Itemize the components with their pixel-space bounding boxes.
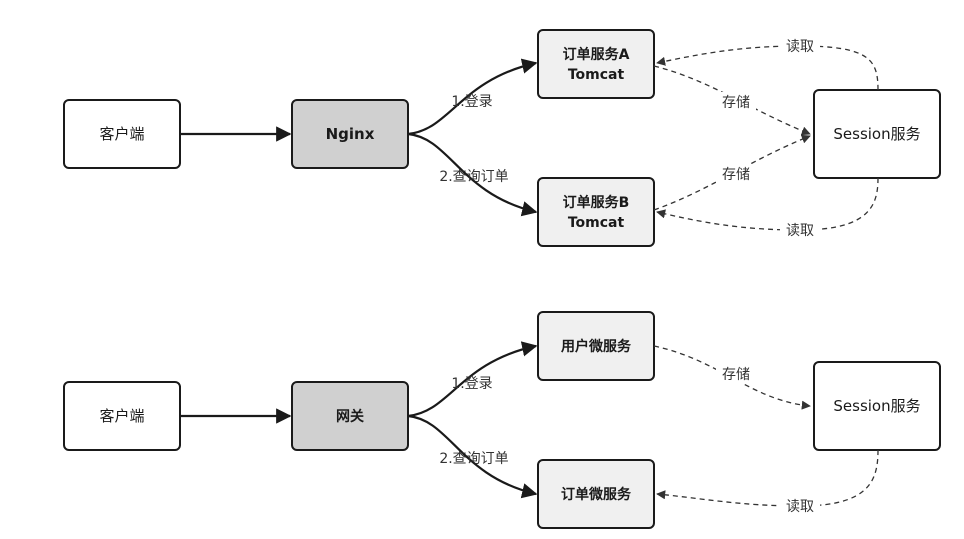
bottom-order-service-label: 订单微服务 [561, 486, 632, 503]
bottom-session-read-arrow [656, 449, 879, 507]
bottom-order-service-node: 订单微服务 [537, 459, 655, 529]
bottom-user-service-label: 用户微服务 [561, 338, 632, 355]
bottom-read-label: 读取 [786, 498, 814, 515]
top-read-b-label: 读取 [786, 222, 814, 239]
top-session-label: Session服务 [833, 125, 920, 143]
top-order-b-title: 订单服务B [563, 194, 630, 211]
bottom-gateway-label: 网关 [336, 408, 364, 425]
top-order-a-node: 订单服务A Tomcat [537, 29, 655, 99]
top-nginx-to-order-a-arrow [407, 58, 538, 136]
top-client-node: 客户端 [63, 99, 181, 169]
bottom-client-label: 客户端 [99, 407, 144, 425]
top-query-edge-label: 2.查询订单 [439, 169, 508, 185]
top-session-read-a-arrow [656, 45, 879, 91]
top-nginx-node: Nginx [291, 99, 409, 169]
top-order-b-subtitle: Tomcat [568, 215, 625, 231]
bottom-diagram: 客户端 网关 用户微服务 订单微服务 Session服务 1.登录 2.查询订单 [63, 311, 941, 529]
bottom-user-store-arrow [653, 345, 811, 410]
top-store-b-label: 存储 [722, 167, 750, 183]
bottom-gateway-node: 网关 [291, 381, 409, 451]
top-client-label: 客户端 [99, 125, 144, 143]
top-login-edge-label: 1.登录 [451, 94, 492, 110]
top-nginx-label: Nginx [326, 125, 375, 143]
top-session-read-b-arrow [656, 177, 879, 231]
bottom-query-edge-label: 2.查询订单 [439, 451, 508, 467]
bottom-store-label: 存储 [722, 367, 750, 383]
top-read-a-label: 读取 [786, 38, 814, 55]
top-order-a-title: 订单服务A [563, 46, 630, 63]
top-nginx-to-order-b-arrow [407, 132, 538, 217]
bottom-user-service-node: 用户微服务 [537, 311, 655, 381]
top-store-a-label: 存储 [722, 95, 750, 111]
top-order-b-node: 订单服务B Tomcat [537, 177, 655, 247]
top-diagram: 客户端 Nginx 订单服务A Tomcat 订单服务B Tomcat Sess… [63, 29, 941, 247]
bottom-client-node: 客户端 [63, 381, 181, 451]
bottom-gateway-to-order-arrow [407, 414, 538, 499]
bottom-session-node: Session服务 [813, 361, 941, 451]
bottom-gateway-to-user-arrow [407, 341, 538, 418]
bottom-login-edge-label: 1.登录 [451, 376, 492, 392]
top-order-a-subtitle: Tomcat [568, 67, 625, 83]
bottom-session-label: Session服务 [833, 397, 920, 415]
top-session-node: Session服务 [813, 89, 941, 179]
